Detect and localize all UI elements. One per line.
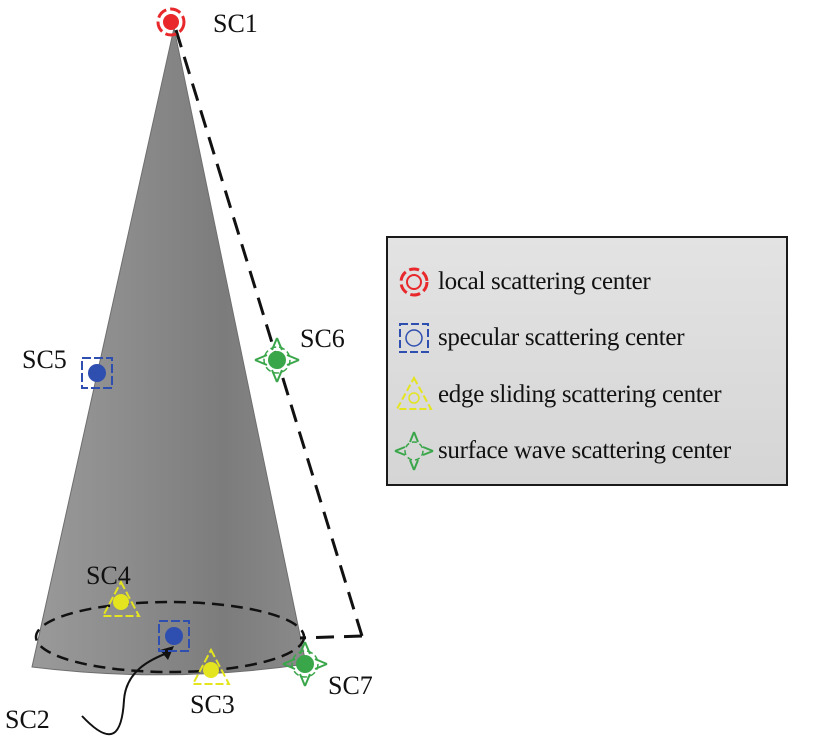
sc7-marker [282,641,328,687]
sc1-marker [156,7,186,37]
sc3-label: SC3 [190,690,235,719]
legend-label-edge: edge sliding scattering center [438,381,722,408]
surface-wave-scattering-icon [394,431,434,471]
sc4-label: SC4 [86,561,131,590]
cone-body [31,27,307,676]
legend-item-edge: edge sliding scattering center [394,375,722,415]
legend-item-specular: specular scattering center [394,318,685,358]
sc2-label: SC2 [5,705,50,734]
legend-label-surface: surface wave scattering center [438,437,731,464]
base-dashed-radius [299,634,363,640]
local-scattering-icon [399,267,429,297]
base-dashed-ellipse [34,600,306,674]
legend-item-local: local scattering center [394,262,651,302]
sc4-marker [101,579,141,617]
legend-box: local scattering center specular scatter… [386,236,788,486]
legend-label-specular: specular scattering center [438,324,685,351]
cone-dashed-edge [174,29,364,637]
edge-sliding-scattering-icon [395,375,433,410]
specular-scattering-icon [399,323,429,353]
legend-item-surface: surface wave scattering center [394,431,731,471]
sc5-label: SC5 [22,345,67,374]
legend-label-local: local scattering center [438,268,651,295]
sc6-label: SC6 [300,324,345,353]
sc2-arrowhead [160,646,174,660]
sc1-label: SC1 [213,9,258,38]
sc6-marker [254,337,300,383]
sc7-label: SC7 [328,671,373,700]
sc5-marker [81,357,113,389]
sc2-leader-arrow [81,651,171,736]
sc2-marker [158,620,190,652]
sc3-marker [191,647,231,685]
